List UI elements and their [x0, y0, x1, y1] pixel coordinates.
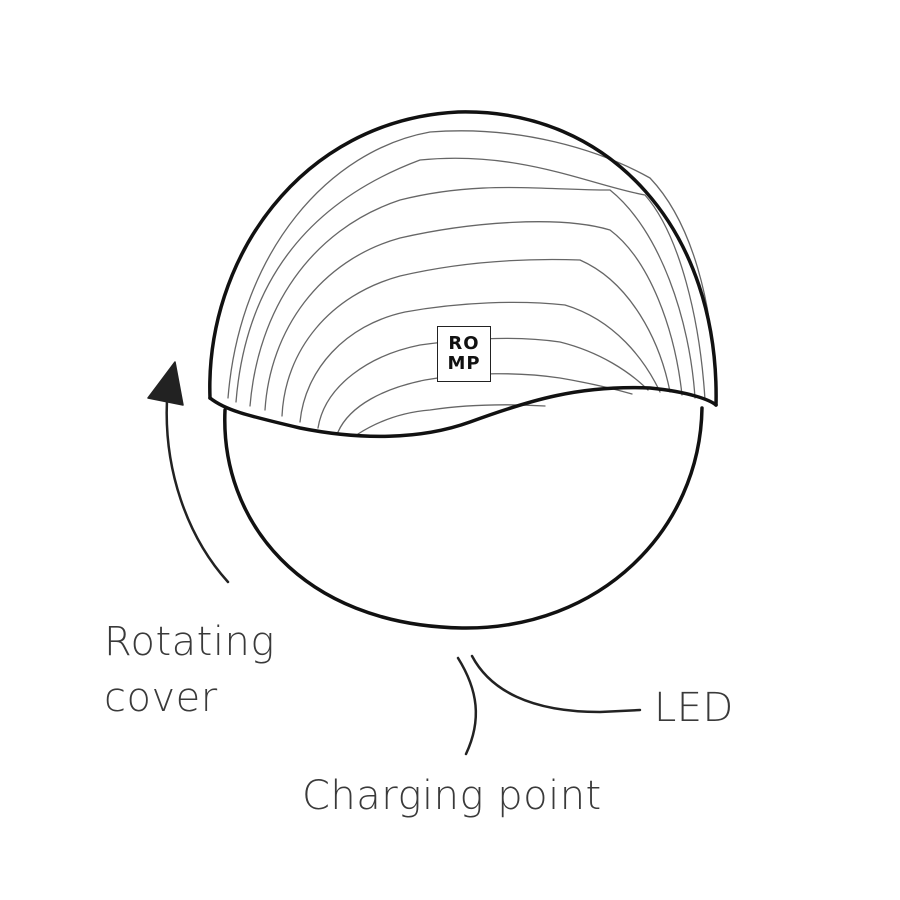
- rotating-cover-label-line-2: cover: [104, 675, 218, 721]
- contour-line-3: [249, 186, 696, 407]
- logo-line-2: MP: [447, 353, 481, 374]
- rotating-cover-label-line-1: Rotating: [104, 619, 275, 665]
- charging-point-leader-line: [456, 656, 478, 756]
- romp-logo: RO MP: [437, 326, 491, 382]
- contour-line-8: [337, 373, 633, 433]
- logo-line-1: RO: [448, 333, 480, 354]
- rotating-cover-edge: [208, 385, 718, 439]
- contour-line-4: [264, 221, 683, 411]
- led-label: LED: [654, 685, 734, 731]
- led-leader-line: [470, 654, 642, 714]
- contour-line-1: [227, 130, 717, 406]
- rotation-arrow-shaft: [165, 383, 230, 584]
- contour-line-9: [357, 404, 546, 435]
- ball-body-outline: [223, 406, 704, 630]
- cover-contour-lines: [227, 130, 717, 435]
- rotating-cover-outline: [208, 110, 718, 407]
- curved-arrow-icon: [147, 361, 184, 406]
- contour-line-6: [299, 301, 661, 423]
- rotating-cover-label: Rotating cover: [104, 614, 275, 726]
- contour-line-5: [281, 258, 671, 417]
- contour-line-2: [235, 157, 706, 403]
- charging-point-label: Charging point: [302, 773, 602, 819]
